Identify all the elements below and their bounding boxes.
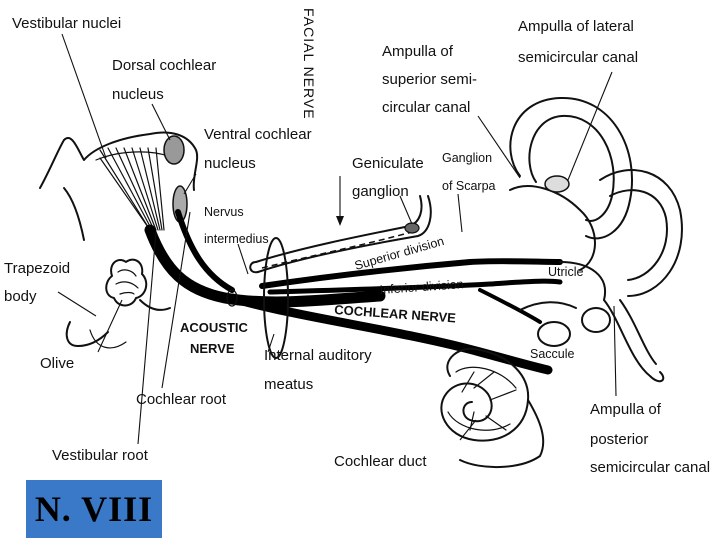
label-trapezoid-2: body xyxy=(4,288,37,305)
label-nervus-intermedius-2: intermedius xyxy=(204,232,269,246)
nerve-number-badge: N. VIII xyxy=(26,480,162,538)
cochlea xyxy=(440,347,545,468)
label-acoustic-1: ACOUSTIC xyxy=(180,320,249,335)
semicircular-canals xyxy=(509,96,683,383)
label-amp-superior-2: superior semi- xyxy=(382,71,477,88)
olive-shape xyxy=(105,258,148,307)
label-ventral-cochlear-1: Ventral cochlear xyxy=(204,126,312,143)
lateral-ampulla-shape xyxy=(544,175,570,193)
label-cochlear-duct: Cochlear duct xyxy=(334,453,427,470)
label-dorsal-cochlear-1: Dorsal cochlear xyxy=(112,57,216,74)
label-saccule: Saccule xyxy=(530,347,575,361)
label-cochlear-root: Cochlear root xyxy=(136,391,227,408)
label-ganglion-scarpa-2: of Scarpa xyxy=(442,179,496,193)
nerve-bundles xyxy=(144,209,563,375)
label-amp-posterior-2: posterior xyxy=(590,431,648,448)
label-vestibular-nuclei: Vestibular nuclei xyxy=(12,15,121,32)
internal-auditory-meatus xyxy=(226,237,289,359)
label-inferior-division: Inferior division xyxy=(379,277,464,297)
label-ganglion-scarpa-1: Ganglion xyxy=(442,151,492,165)
label-acoustic-2: NERVE xyxy=(190,341,235,356)
badge-text: N. VIII xyxy=(34,489,154,529)
label-amp-superior-1: Ampulla of xyxy=(382,43,454,60)
label-vestibular-root: Vestibular root xyxy=(52,447,149,464)
brainstem-outline xyxy=(39,131,199,349)
label-amp-lateral-2: semicircular canal xyxy=(518,49,638,66)
vestibular-nuclei-fibers xyxy=(95,135,188,231)
label-dorsal-cochlear-2: nucleus xyxy=(112,86,164,103)
label-nervus-intermedius-1: Nervus xyxy=(204,205,244,219)
label-olive: Olive xyxy=(40,355,74,372)
label-geniculate-2: ganglion xyxy=(352,183,409,200)
label-amp-lateral-1: Ampulla of lateral xyxy=(518,18,634,35)
label-internal-auditory-2: meatus xyxy=(264,376,313,393)
dorsal-cochlear-nucleus-shape xyxy=(163,135,185,165)
label-utricle: Utricle xyxy=(548,265,583,279)
leader-lines xyxy=(57,33,617,445)
saccule-shape xyxy=(537,321,571,347)
label-amp-posterior-1: Ampulla of xyxy=(590,401,662,418)
label-amp-superior-3: circular canal xyxy=(382,99,470,116)
label-ventral-cochlear-2: nucleus xyxy=(204,155,256,172)
utricle-shape xyxy=(581,307,611,333)
geniculate-ganglion-shape xyxy=(404,222,420,234)
facial-nerve-path xyxy=(249,195,432,274)
label-trapezoid-1: Trapezoid xyxy=(4,260,70,277)
facial-nerve-arrowhead xyxy=(336,216,344,226)
labels: Vestibular nuclei Dorsal cochlear nucleu… xyxy=(4,8,710,476)
label-facial-nerve: FACIAL NERVE xyxy=(301,8,317,120)
label-amp-posterior-3: semicircular canal xyxy=(590,459,710,476)
label-internal-auditory-1: Internal auditory xyxy=(264,347,372,364)
label-geniculate-1: Geniculate xyxy=(352,155,424,172)
